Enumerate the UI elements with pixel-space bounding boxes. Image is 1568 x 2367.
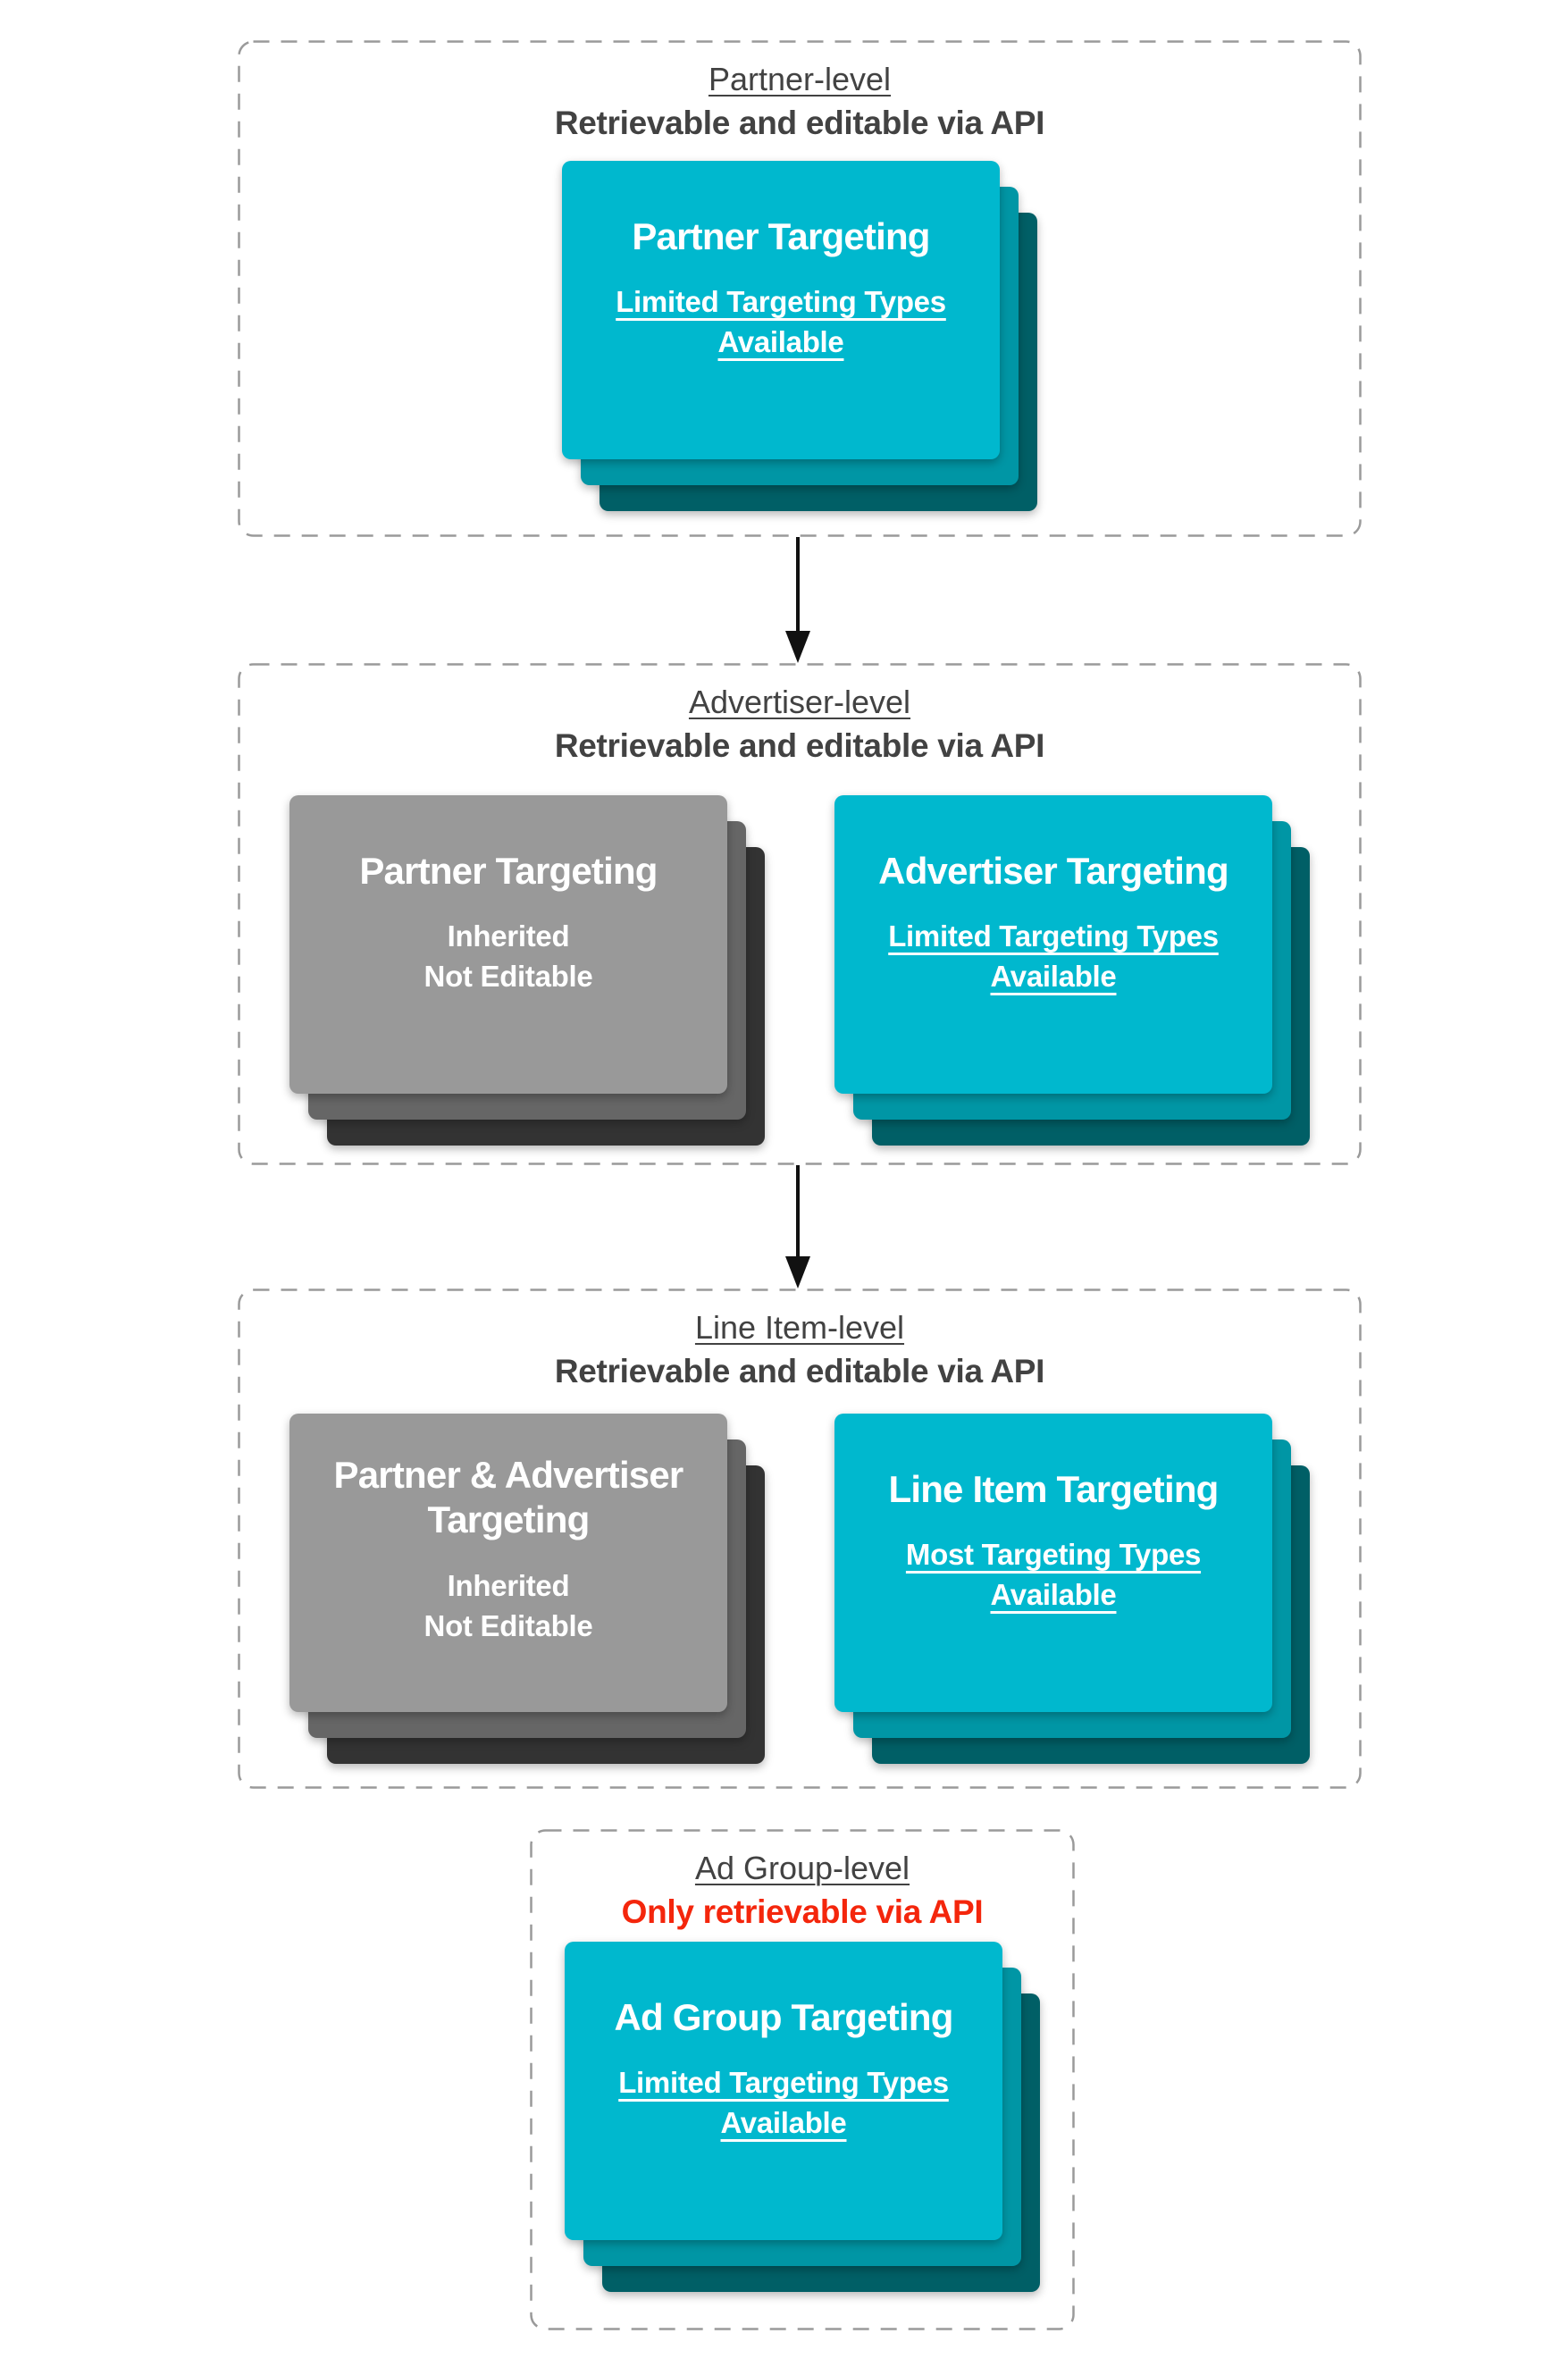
- card-row: Partner Targeting Inherited Not Editable…: [238, 795, 1362, 1146]
- card-body: Inherited Not Editable: [424, 1566, 593, 1647]
- card-title: Ad Group Targeting: [614, 1996, 953, 2038]
- card-stack-partner-targeting: Partner Targeting Limited Targeting Type…: [562, 161, 1037, 511]
- section-title: Line Item-level: [694, 1309, 905, 1346]
- card-row: Ad Group Targeting Limited Targeting Typ…: [530, 1942, 1075, 2292]
- card-title: Line Item Targeting: [888, 1468, 1219, 1510]
- card-body: Most Targeting Types Available: [906, 1535, 1201, 1616]
- card-layer-front: Partner & Advertiser Targeting Inherited…: [289, 1414, 727, 1712]
- card-layer-front: Partner Targeting Inherited Not Editable: [289, 795, 727, 1094]
- section-advertiser-level: Advertiser-level Retrievable and editabl…: [238, 663, 1362, 1165]
- section-subtitle: Retrievable and editable via API: [554, 104, 1045, 141]
- section-ad-group-level: Ad Group-level Only retrievable via API …: [530, 1829, 1075, 2330]
- section-title: Advertiser-level: [688, 684, 911, 720]
- card-body-line: Inherited: [447, 919, 570, 953]
- arrow-head-icon: [785, 631, 810, 663]
- card-body-line: Limited Targeting Types: [618, 2066, 949, 2100]
- card-row: Partner & Advertiser Targeting Inherited…: [238, 1414, 1362, 1764]
- flow-arrow-advertiser-to-line-item: [785, 1165, 810, 1288]
- card-row: Partner Targeting Limited Targeting Type…: [238, 161, 1362, 511]
- card-body: Limited Targeting Types Available: [616, 282, 946, 363]
- card-body-line: Most Targeting Types: [905, 1538, 1202, 1572]
- arrow-head-icon: [785, 1256, 810, 1288]
- card-body: Limited Targeting Types Available: [618, 2063, 949, 2144]
- card-stack-partner-advertiser-targeting: Partner & Advertiser Targeting Inherited…: [289, 1414, 765, 1764]
- card-body-line: Available: [990, 960, 1117, 994]
- card-layer-front: Ad Group Targeting Limited Targeting Typ…: [565, 1942, 1002, 2240]
- card-stack-line-item-targeting: Line Item Targeting Most Targeting Types…: [834, 1414, 1310, 1764]
- card-body-line: Available: [990, 1578, 1117, 1612]
- card-body: Inherited Not Editable: [424, 917, 593, 997]
- card-title: Advertiser Targeting: [878, 850, 1228, 892]
- section-partner-level: Partner-level Retrievable and editable v…: [238, 40, 1362, 537]
- card-layer-front: Partner Targeting Limited Targeting Type…: [562, 161, 1000, 459]
- card-body-line: Available: [720, 2106, 847, 2140]
- card-body-line: Not Editable: [423, 1608, 593, 1642]
- card-layer-front: Line Item Targeting Most Targeting Types…: [834, 1414, 1272, 1712]
- section-line-item-level: Line Item-level Retrievable and editable…: [238, 1288, 1362, 1789]
- arrow-shaft: [796, 537, 800, 631]
- arrow-shaft: [796, 1165, 800, 1256]
- card-body: Limited Targeting Types Available: [888, 917, 1219, 997]
- card-stack-advertiser-targeting: Advertiser Targeting Limited Targeting T…: [834, 795, 1310, 1146]
- card-body-line: Inherited: [447, 1568, 570, 1602]
- flow-arrow-partner-to-advertiser: [785, 537, 810, 663]
- card-title: Partner Targeting: [632, 215, 930, 257]
- card-title: Partner & Advertiser Targeting: [333, 1454, 684, 1541]
- card-stack-ad-group-targeting: Ad Group Targeting Limited Targeting Typ…: [565, 1942, 1040, 2292]
- card-layer-front: Advertiser Targeting Limited Targeting T…: [834, 795, 1272, 1094]
- card-stack-partner-targeting-inherited: Partner Targeting Inherited Not Editable: [289, 795, 765, 1146]
- card-body-line: Available: [717, 325, 844, 359]
- section-title: Partner-level: [708, 61, 892, 97]
- dashed-border: [530, 1829, 1075, 2330]
- card-body-line: Limited Targeting Types: [888, 919, 1219, 953]
- card-title: Partner Targeting: [359, 850, 658, 892]
- section-subtitle: Retrievable and editable via API: [554, 726, 1045, 764]
- section-subtitle: Retrievable and editable via API: [554, 1352, 1045, 1389]
- card-body-line: Limited Targeting Types: [616, 285, 946, 319]
- section-title: Ad Group-level: [694, 1850, 910, 1886]
- dashed-border: [238, 40, 1362, 537]
- card-body-line: Not Editable: [423, 960, 593, 994]
- section-subtitle: Only retrievable via API: [621, 1893, 984, 1930]
